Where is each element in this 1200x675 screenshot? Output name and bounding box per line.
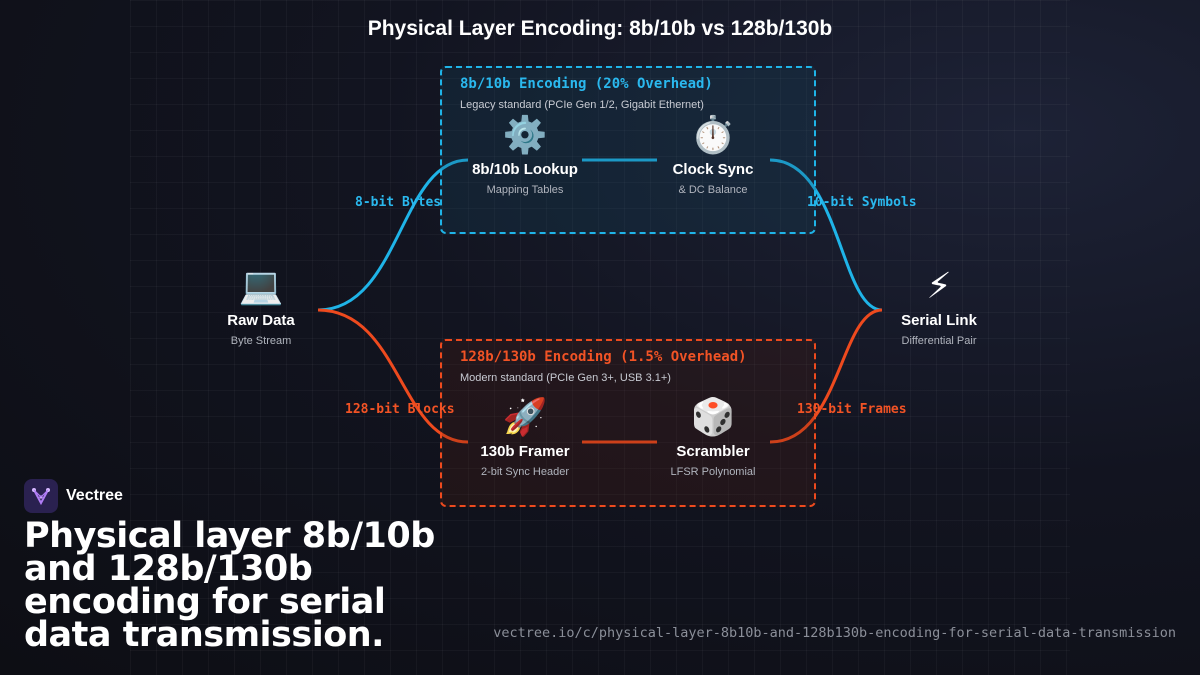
group-8b10b: 8b/10b Encoding (20% Overhead) Legacy st… bbox=[440, 66, 816, 234]
node-serial-link: ⚡ Serial Link Differential Pair bbox=[859, 265, 1019, 348]
node-130b-framer: 🚀 130b Framer 2-bit Sync Header bbox=[445, 396, 605, 479]
brand-name: Vectree bbox=[66, 487, 123, 504]
edge-label-8bit-bytes: 8-bit Bytes bbox=[355, 195, 442, 210]
background-grid bbox=[130, 0, 1070, 675]
node-serial-link-title: Serial Link bbox=[901, 312, 977, 329]
node-raw-data: 💻 Raw Data Byte Stream bbox=[181, 265, 341, 348]
group-128b130b-title: 128b/130b Encoding (1.5% Overhead) bbox=[460, 349, 747, 365]
source-url: vectree.io/c/physical-layer-8b10b-and-12… bbox=[493, 625, 1176, 641]
node-scrambler: 🎲 Scrambler LFSR Polynomial bbox=[633, 396, 793, 479]
group-128b130b-subtitle: Modern standard (PCIe Gen 3+, USB 3.1+) bbox=[460, 372, 671, 384]
node-8b10b-lookup-subtitle: Mapping Tables bbox=[486, 184, 564, 196]
vectree-logo-icon bbox=[24, 479, 58, 513]
node-scrambler-subtitle: LFSR Polynomial bbox=[670, 466, 756, 478]
stopwatch-icon: ⏱️ bbox=[690, 114, 736, 155]
node-raw-data-title: Raw Data bbox=[227, 312, 295, 329]
group-128b130b: 128b/130b Encoding (1.5% Overhead) Moder… bbox=[440, 339, 816, 507]
group-8b10b-subtitle: Legacy standard (PCIe Gen 1/2, Gigabit E… bbox=[460, 99, 704, 111]
edge-label-128bit-blocks: 128-bit Blocks bbox=[345, 402, 455, 417]
node-clock-sync-subtitle: & DC Balance bbox=[678, 184, 748, 196]
gear-icon: ⚙️ bbox=[502, 114, 548, 155]
group-8b10b-title: 8b/10b Encoding (20% Overhead) bbox=[460, 76, 713, 92]
node-130b-framer-subtitle: 2-bit Sync Header bbox=[480, 466, 570, 478]
edge-raw-to-lookup bbox=[317, 158, 469, 312]
edge-clock-to-serial bbox=[769, 158, 883, 312]
node-clock-sync: ⏱️ Clock Sync & DC Balance bbox=[633, 114, 793, 197]
node-130b-framer-title: 130b Framer bbox=[480, 443, 570, 460]
edge-label-10bit-symbols: 10-bit Symbols bbox=[807, 195, 917, 210]
dice-icon: 🎲 bbox=[690, 396, 736, 437]
edge-scrambler-to-serial bbox=[769, 308, 883, 444]
node-scrambler-title: Scrambler bbox=[676, 443, 750, 460]
lightning-icon: ⚡ bbox=[926, 265, 952, 306]
headline: Physical layer 8b/10b and 128b/130b enco… bbox=[24, 516, 435, 655]
page-title: Physical Layer Encoding: 8b/10b vs 128b/… bbox=[367, 17, 833, 40]
node-raw-data-subtitle: Byte Stream bbox=[230, 335, 292, 347]
laptop-icon: 💻 bbox=[238, 265, 284, 306]
rocket-icon: 🚀 bbox=[502, 396, 548, 437]
edge-raw-to-framer bbox=[317, 308, 469, 444]
node-8b10b-lookup: ⚙️ 8b/10b Lookup Mapping Tables bbox=[445, 114, 605, 197]
node-clock-sync-title: Clock Sync bbox=[672, 161, 754, 178]
edge-label-130bit-frames: 130-bit Frames bbox=[797, 402, 907, 417]
node-serial-link-subtitle: Differential Pair bbox=[901, 335, 977, 347]
node-8b10b-lookup-title: 8b/10b Lookup bbox=[472, 161, 578, 178]
